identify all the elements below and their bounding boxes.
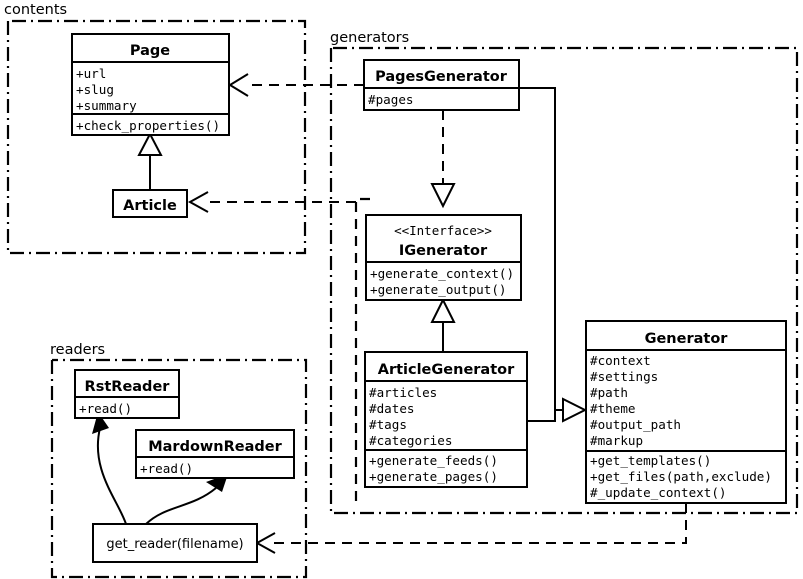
class-attribute: #path (590, 385, 628, 400)
class-method: #_update_context() (590, 485, 726, 500)
class-name-article: Article (123, 198, 177, 214)
realization-arrowhead-icon (430, 183, 456, 209)
class-method: +generate_feeds() (369, 453, 498, 468)
class-box-igenerator-frame (365, 214, 522, 301)
function-label-get-reader: get_reader(filename) (106, 537, 243, 552)
edge-pagesgenerator-depends-page (228, 73, 364, 97)
package-generators: generators (329, 30, 799, 515)
edge-articlegenerator-realizes-igenerator (430, 297, 456, 352)
generalization-arrowhead-icon (137, 131, 163, 156)
edge-articlegenerator-inherits-generator (527, 397, 588, 423)
class-method: +read() (140, 461, 193, 476)
class-box-article-frame (112, 189, 188, 218)
class-attribute: +url (76, 66, 106, 81)
class-box-generator[interactable]: Generator #context #settings #path #them… (585, 320, 787, 504)
class-method: +generate_pages() (369, 469, 498, 484)
class-name-generator: Generator (645, 331, 729, 347)
dependency-arrowhead-icon-3 (254, 532, 276, 554)
class-attribute: #markup (590, 433, 643, 448)
class-attribute: +summary (76, 98, 137, 113)
class-method: +generate_context() (370, 266, 514, 281)
function-box-get-reader-frame (92, 523, 258, 563)
create-arrowhead-icon (92, 412, 109, 434)
generators-inner-partition-border (354, 197, 370, 506)
edge-articlegenerator-depends-article (187, 191, 356, 213)
class-attribute: #settings (590, 369, 658, 384)
function-box-get-reader[interactable]: get_reader(filename) (92, 523, 258, 563)
package-readers: readers (50, 342, 308, 579)
package-generators-label: generators (330, 30, 409, 46)
class-method: +check_properties() (76, 118, 220, 133)
edge-generator-depends-get-reader (254, 503, 687, 554)
class-name-mardown-reader: MardownReader (148, 439, 282, 455)
class-box-article-generator[interactable]: ArticleGenerator #articles #dates #tags … (364, 351, 528, 488)
edge-articlegen-generator-line (527, 409, 563, 422)
class-method: +generate_output() (370, 282, 506, 297)
class-attribute: #dates (369, 401, 415, 416)
class-box-pages-generator[interactable]: PagesGenerator #pages (363, 59, 520, 111)
dependency-arrowhead-icon (228, 73, 249, 97)
class-box-mardown-reader[interactable]: MardownReader +read() (135, 429, 295, 479)
edge-getreader-mardownreader-curve (145, 487, 217, 525)
class-attribute: #theme (590, 401, 636, 416)
class-name-article-generator: ArticleGenerator (378, 362, 515, 378)
class-attribute: #output_path (590, 417, 681, 432)
class-box-rst-reader[interactable]: RstReader +read() (74, 369, 180, 419)
class-name-page: Page (130, 43, 170, 59)
edge-generator-getreader-line (272, 503, 687, 544)
class-box-article[interactable]: Article (112, 189, 188, 218)
class-attribute: #articles (369, 385, 437, 400)
edge-article-inherits-page (137, 131, 163, 190)
edge-getreader-rstreader-curve (96, 427, 127, 525)
generalization-arrowhead-icon-3 (562, 397, 588, 423)
class-attribute: #pages (368, 92, 414, 107)
edge-get-reader-creates-mardownreader (145, 474, 228, 525)
class-method: +get_files(path,exclude) (590, 469, 772, 484)
edge-get-reader-creates-rstreader (92, 412, 127, 525)
class-box-rst-reader-frame (74, 369, 180, 419)
class-method: +get_templates() (590, 453, 711, 468)
class-box-article-generator-frame (364, 351, 528, 488)
class-name-rst-reader: RstReader (85, 379, 171, 395)
class-box-page[interactable]: Page +url +slug +summary +check_properti… (71, 33, 230, 136)
package-readers-label: readers (50, 342, 105, 358)
class-attribute: +slug (76, 82, 114, 97)
package-contents: contents (4, 2, 307, 255)
package-contents-border (6, 19, 307, 255)
package-readers-border (50, 358, 308, 579)
generators-inner-partition (354, 197, 370, 506)
class-box-igenerator[interactable]: <<Interface>> IGenerator +generate_conte… (365, 214, 522, 301)
class-box-page-frame (71, 33, 230, 136)
class-attribute: #categories (369, 433, 452, 448)
dependency-arrowhead-icon-2 (187, 191, 209, 213)
class-method: +read() (79, 401, 132, 416)
class-box-pages-generator-frame (363, 59, 520, 111)
package-contents-label: contents (4, 2, 67, 18)
class-name-pages-generator: PagesGenerator (375, 69, 508, 85)
class-box-mardown-reader-frame (135, 429, 295, 479)
package-generators-border (329, 46, 799, 515)
edge-pagesgenerator-realizes-igenerator (430, 110, 456, 209)
class-attribute: #tags (369, 417, 407, 432)
class-box-generator-frame (585, 320, 787, 504)
class-attribute: #context (590, 353, 651, 368)
realization-arrowhead-icon-2 (430, 297, 456, 323)
class-name-igenerator: IGenerator (399, 243, 488, 259)
class-stereotype-igenerator: <<Interface>> (394, 223, 492, 238)
